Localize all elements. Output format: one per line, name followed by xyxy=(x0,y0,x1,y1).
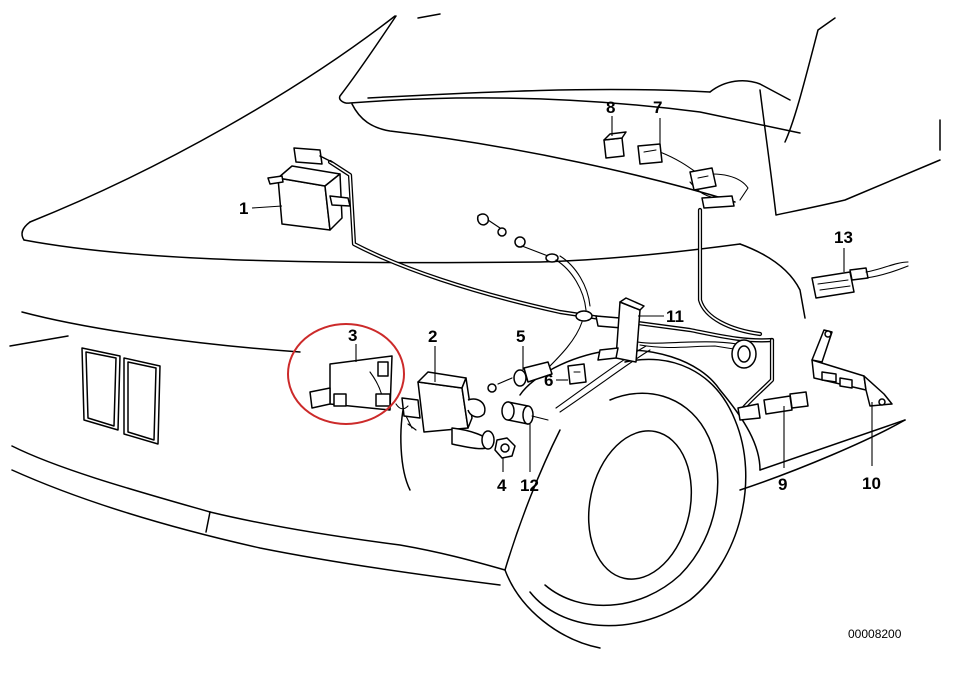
part-13-connector xyxy=(811,261,909,299)
part-11-bracket xyxy=(597,297,645,363)
callout-1: 1 xyxy=(239,199,248,218)
part-9-plug xyxy=(737,391,809,421)
front-wheel xyxy=(504,358,747,649)
callout-3: 3 xyxy=(348,326,357,345)
part-6-clip xyxy=(567,363,587,385)
callout-8: 8 xyxy=(606,98,615,117)
callout-7: 7 xyxy=(653,98,662,117)
part-12-damper xyxy=(501,401,549,425)
highlight-circle xyxy=(287,323,405,425)
wiring-harness xyxy=(327,151,775,413)
part-5-bowden-cable xyxy=(476,213,623,393)
callout-9: 9 xyxy=(778,475,787,494)
part-3-bracket xyxy=(287,323,405,425)
grommet xyxy=(731,339,757,369)
part-4-nut xyxy=(494,437,516,459)
callout-11: 11 xyxy=(666,307,684,326)
headlights xyxy=(81,347,161,445)
callout-4: 4 xyxy=(497,476,507,495)
callout-6: 6 xyxy=(544,371,553,390)
diagram-code: 00008200 xyxy=(848,627,902,641)
callout-13: 13 xyxy=(834,228,853,247)
callout-5: 5 xyxy=(516,327,525,346)
part-7-connector xyxy=(637,143,735,209)
car-body xyxy=(9,13,941,586)
part-1-control-unit xyxy=(267,147,351,231)
part-8-connector-cap xyxy=(603,131,627,159)
callout-labels: 1 2 3 4 5 6 7 8 9 10 11 12 13 xyxy=(239,98,881,495)
callout-10: 10 xyxy=(862,474,881,493)
leader-lines xyxy=(251,116,873,472)
part-10-bracket xyxy=(811,329,893,407)
callout-12: 12 xyxy=(520,476,539,495)
callout-2: 2 xyxy=(428,327,437,346)
part-2-actuator xyxy=(395,371,495,450)
